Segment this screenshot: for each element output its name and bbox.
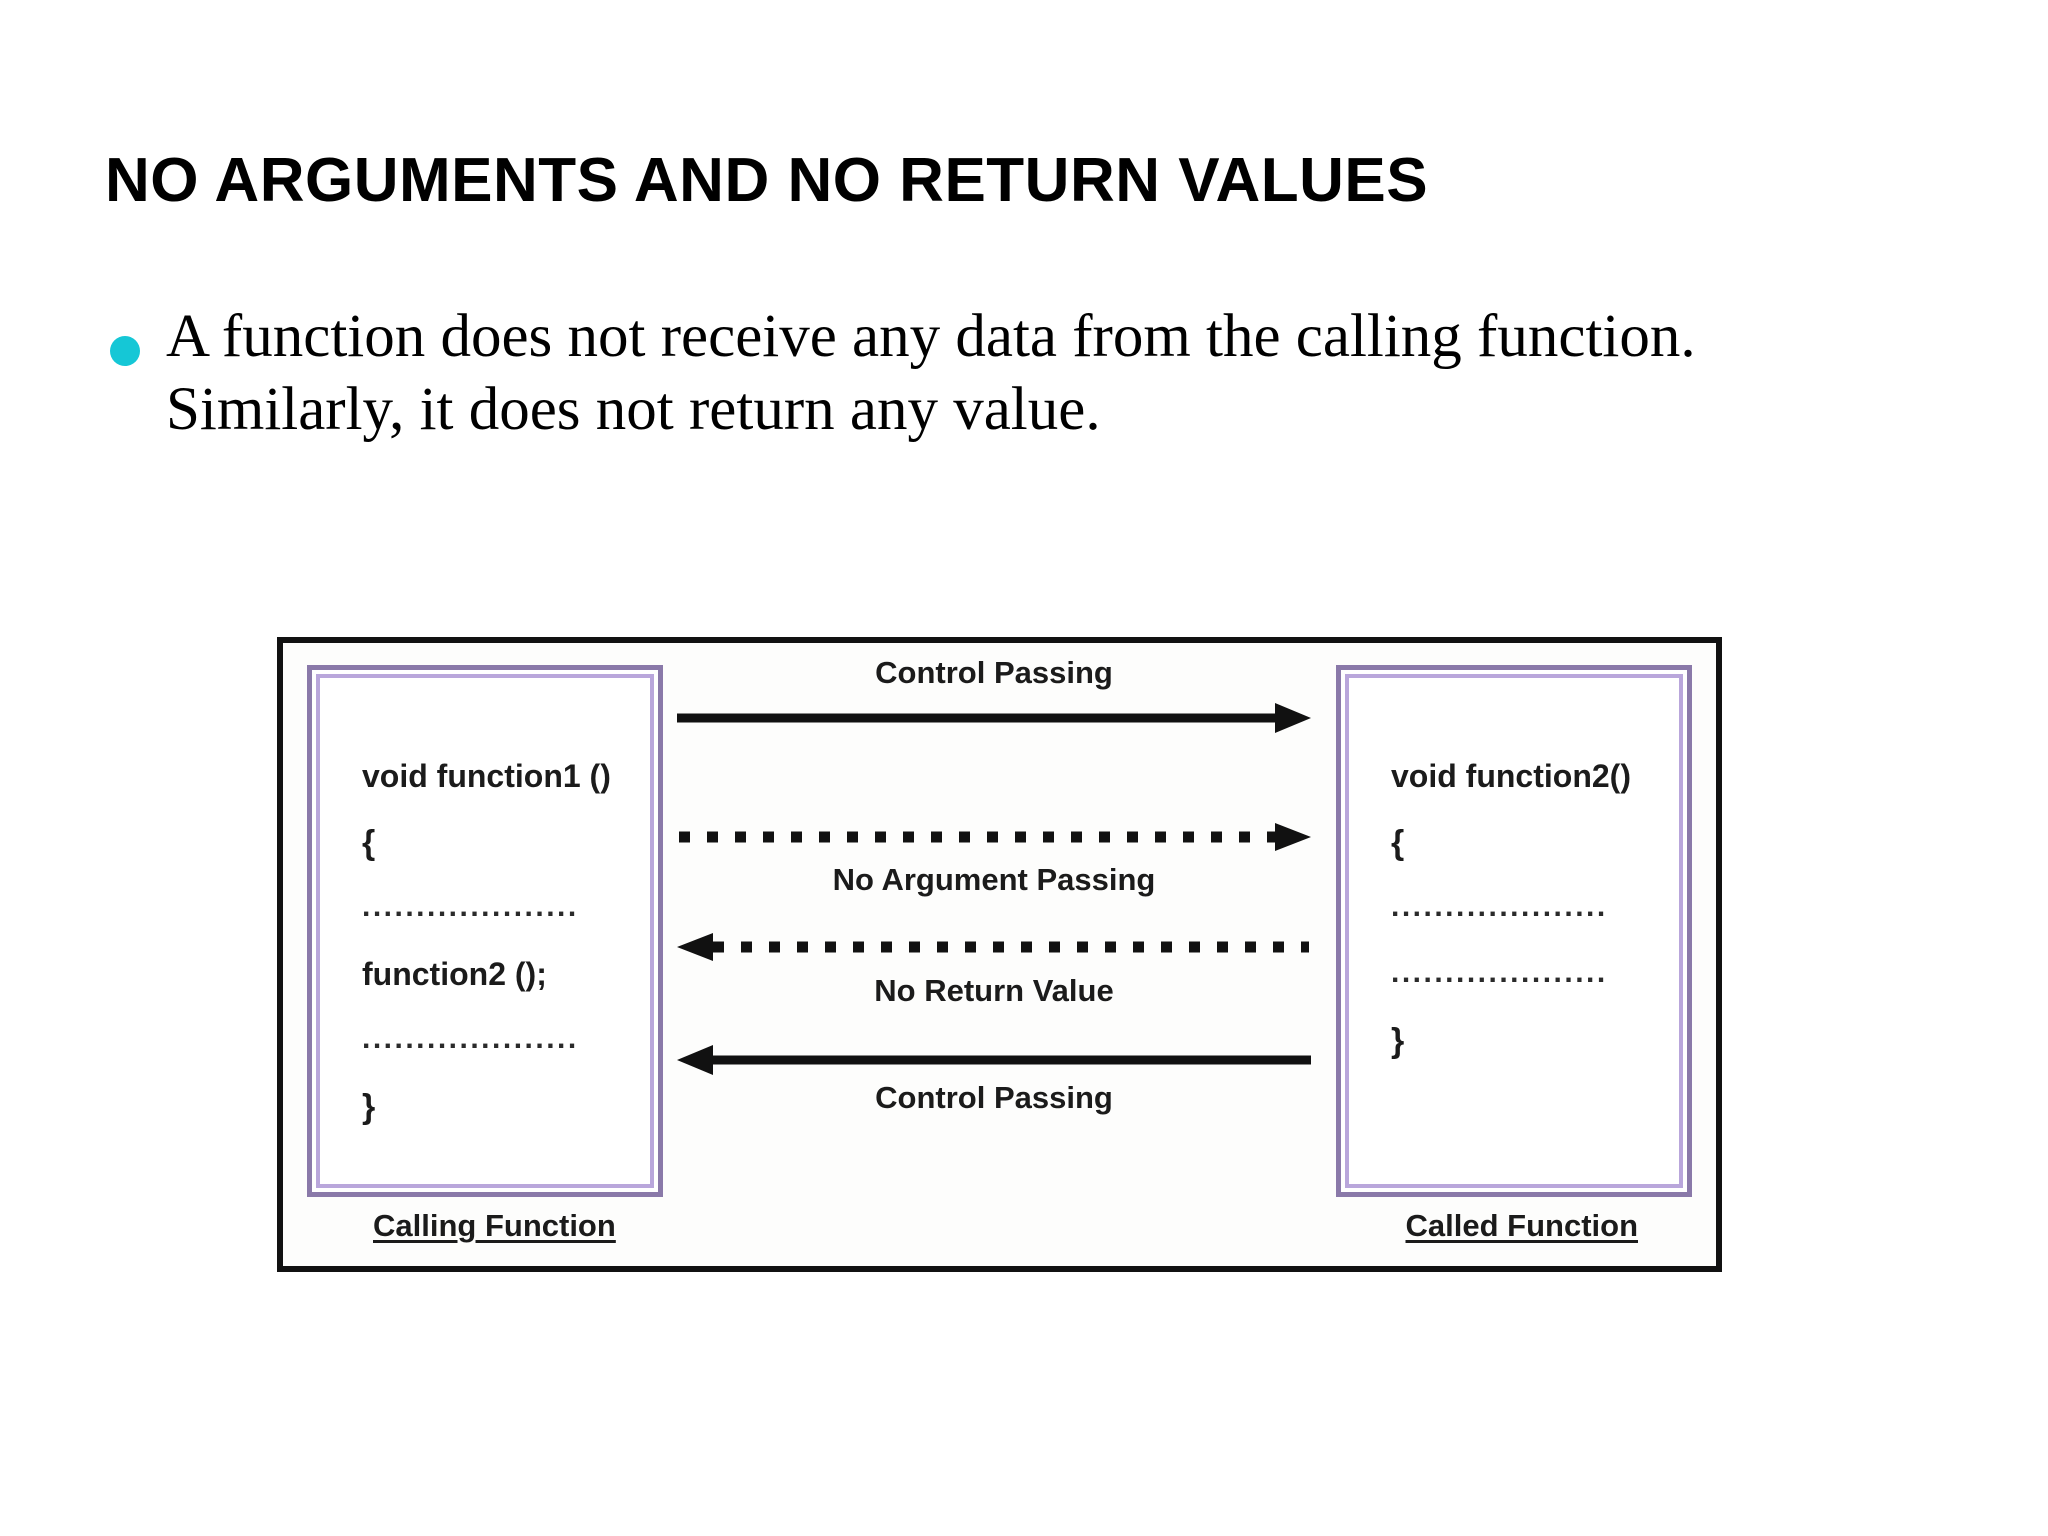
arrow-no-return-value [677,930,1311,964]
calling-function-caption: Calling Function [373,1208,616,1243]
code-line: } [1391,1022,1405,1060]
code-line: .................... [1391,890,1608,923]
bullet-list: A function does not receive any data fro… [110,300,1910,446]
bullet-dot-icon [110,336,140,366]
list-item: A function does not receive any data fro… [110,300,1910,446]
code-line: function2 (); [362,956,547,992]
called-function-box: void function2() { .................... … [1336,665,1692,1197]
code-line: void function1 () [362,758,611,794]
code-line: .................... [1391,956,1608,989]
called-function-code: void function2() { .................... … [1391,760,1669,1090]
code-line: { [362,824,376,862]
page-title: NO ARGUMENTS AND NO RETURN VALUES [105,146,1429,215]
arrow-control-passing-return [677,1043,1311,1077]
code-line: { [1391,824,1405,862]
arrow-control-passing-forward [677,701,1311,735]
called-function-caption: Called Function [1405,1208,1639,1243]
code-line: void function2() [1391,758,1631,794]
calling-function-box: void function1 () { ....................… [307,665,663,1197]
bullet-text: A function does not receive any data fro… [166,303,1696,444]
arrow-label-control-passing-forward: Control Passing [875,655,1113,690]
arrow-no-argument-passing [677,820,1311,854]
arrow-label-control-passing-return: Control Passing [875,1080,1113,1115]
bullet-marker [110,300,166,366]
code-line: .................... [362,1022,579,1055]
function-call-diagram: void function1 () { ....................… [277,637,1722,1272]
code-line: .................... [362,890,579,923]
calling-function-code: void function1 () { ....................… [362,760,640,1156]
code-line: } [362,1088,376,1126]
arrow-label-no-return-value: No Return Value [874,973,1114,1008]
arrow-label-no-argument-passing: No Argument Passing [832,862,1156,897]
